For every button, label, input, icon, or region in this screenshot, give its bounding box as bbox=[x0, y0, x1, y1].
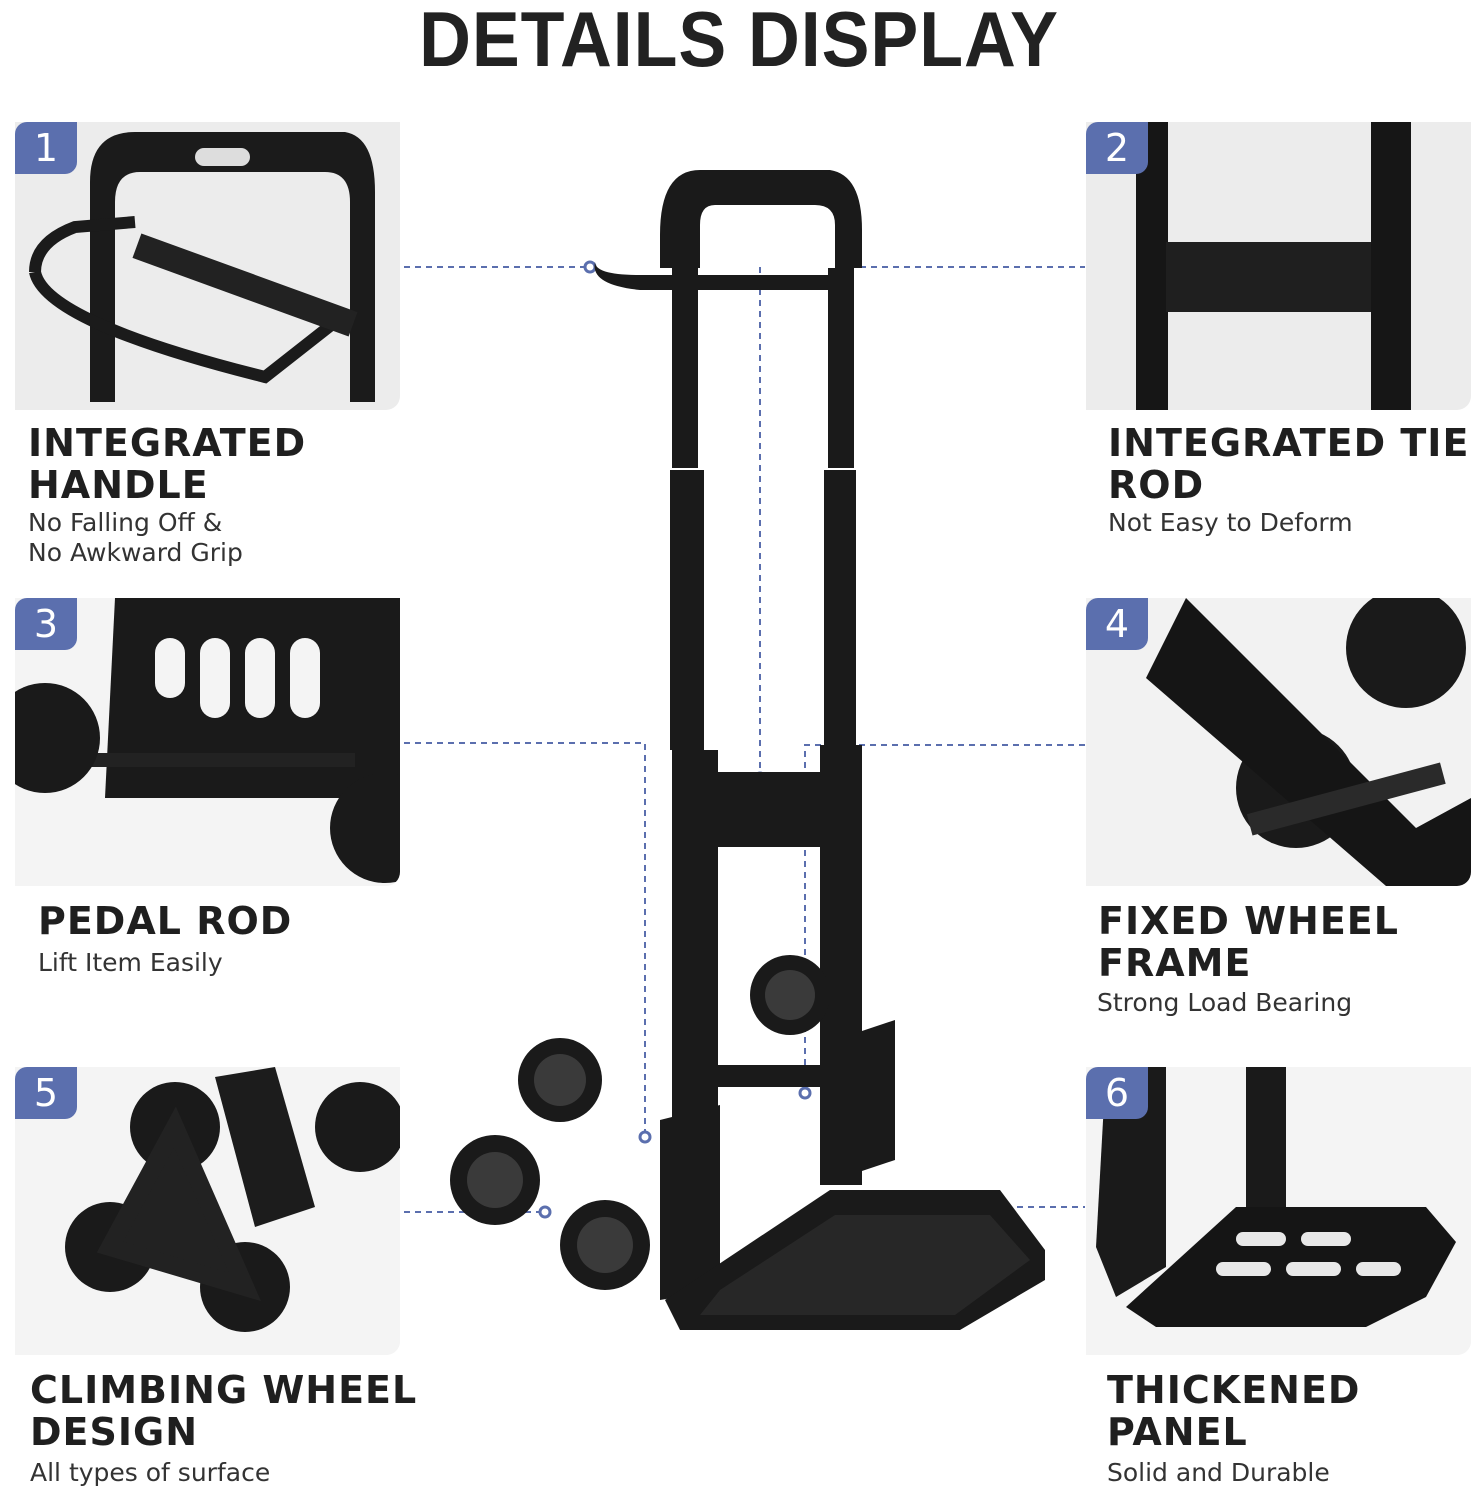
heading-line: CLIMBING WHEEL bbox=[30, 1368, 418, 1412]
feature-number-badge: 4 bbox=[1086, 598, 1148, 650]
feature-image-pedal-rod: 3 bbox=[15, 598, 400, 886]
feature-desc-integrated-tie-rod: Not Easy to Deform bbox=[1108, 508, 1353, 537]
heading-line: DESIGN bbox=[30, 1410, 199, 1454]
feature-number-badge: 5 bbox=[15, 1067, 77, 1119]
heading-line: FIXED WHEEL bbox=[1098, 899, 1399, 943]
feature-desc-thickened-panel: Solid and Durable bbox=[1107, 1458, 1330, 1487]
desc-line: No Falling Off & bbox=[28, 508, 223, 537]
heading-line: ROD bbox=[1108, 463, 1205, 507]
feature-image-tie-rod: 2 bbox=[1086, 122, 1471, 410]
feature-desc-integrated-handle: No Falling Off &No Awkward Grip bbox=[28, 508, 243, 568]
feature-number-badge: 2 bbox=[1086, 122, 1148, 174]
feature-image-handle: 1 bbox=[15, 122, 400, 410]
feature-number-badge: 3 bbox=[15, 598, 77, 650]
heading-line: INTEGRATED bbox=[28, 421, 307, 465]
feature-desc-pedal-rod: Lift Item Easily bbox=[38, 948, 223, 977]
desc-line: No Awkward Grip bbox=[28, 538, 243, 567]
feature-image-panel: 6 bbox=[1086, 1067, 1471, 1355]
feature-number-badge: 6 bbox=[1086, 1067, 1148, 1119]
feature-heading-pedal-rod: PEDAL ROD bbox=[38, 899, 293, 943]
heading-line: FRAME bbox=[1098, 941, 1252, 985]
page-title: DETAILS DISPLAY bbox=[419, 0, 1059, 83]
heading-line: HANDLE bbox=[28, 463, 209, 507]
heading-line: PANEL bbox=[1107, 1410, 1248, 1454]
feature-desc-climbing-wheel-design: All types of surface bbox=[30, 1458, 271, 1487]
feature-desc-fixed-wheel-frame: Strong Load Bearing bbox=[1097, 988, 1353, 1017]
heading-line: INTEGRATED TIE bbox=[1108, 421, 1470, 465]
feature-number-badge: 1 bbox=[15, 122, 77, 174]
feature-image-climbing-wheel: 5 bbox=[15, 1067, 400, 1355]
heading-line: THICKENED bbox=[1107, 1368, 1361, 1412]
feature-image-wheel-frame: 4 bbox=[1086, 598, 1471, 886]
